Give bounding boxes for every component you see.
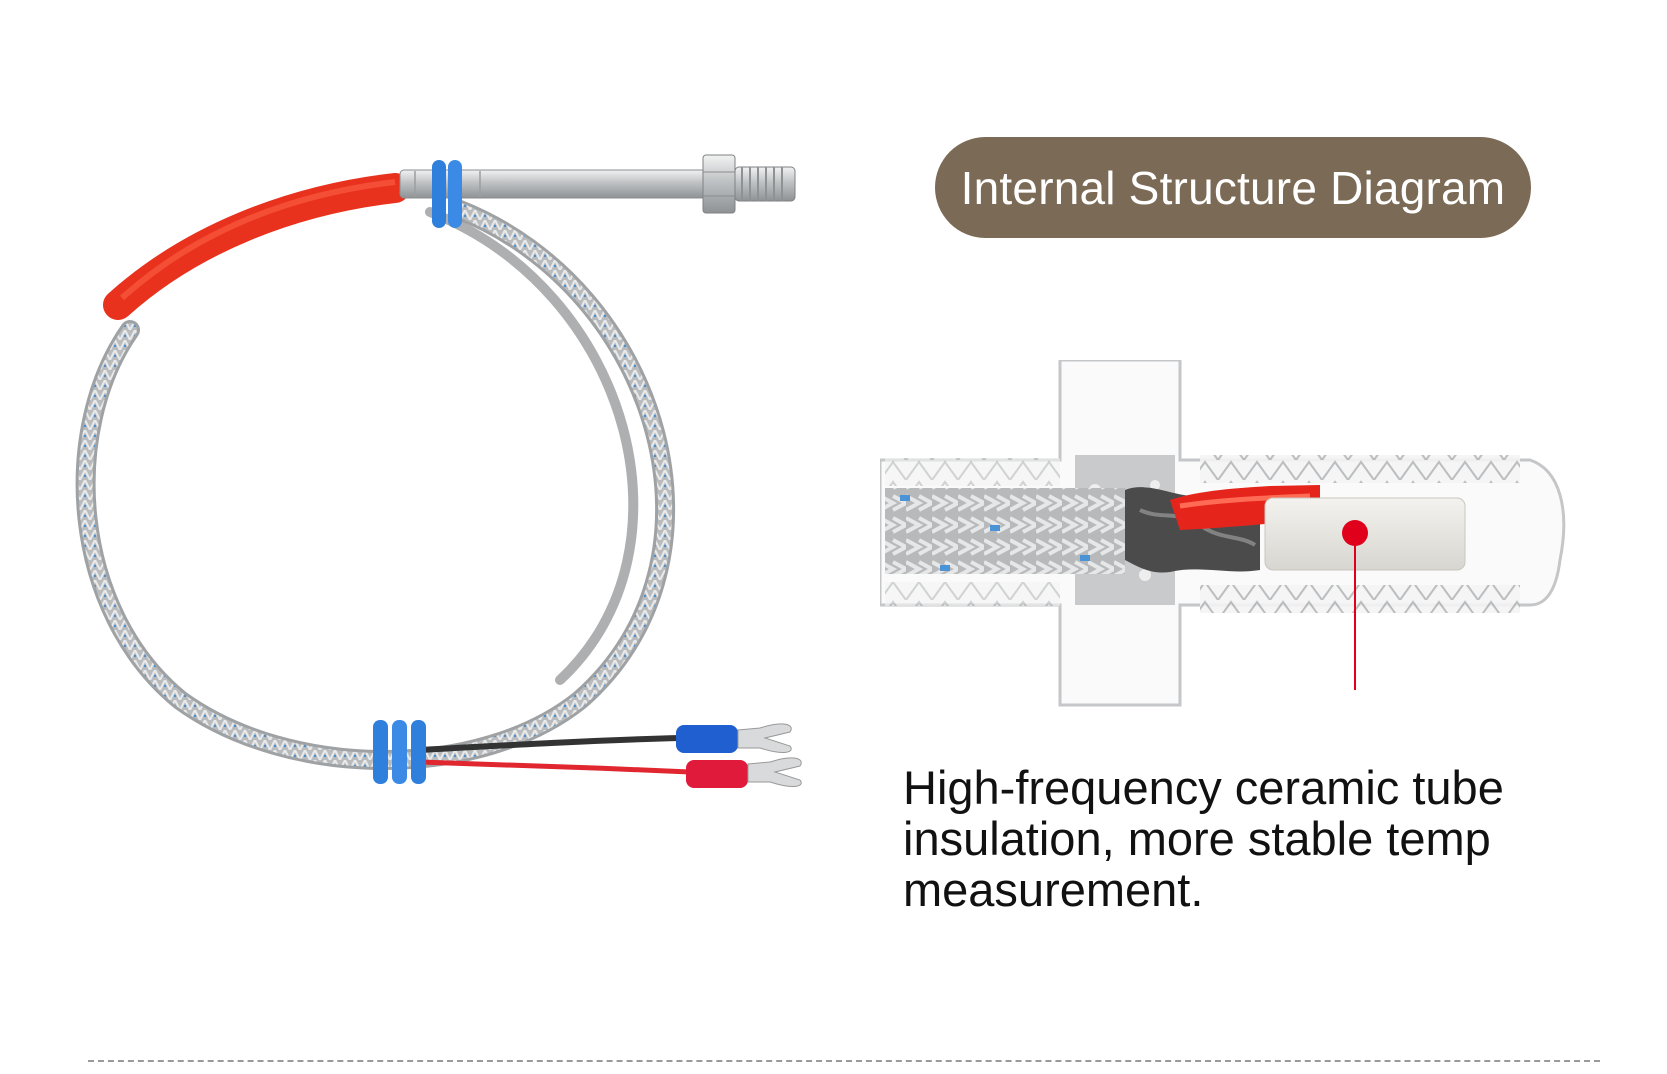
feature-caption: High-frequency ceramic tube insulation, … bbox=[903, 762, 1623, 915]
section-title-badge: Internal Structure Diagram bbox=[935, 137, 1531, 238]
caption-line-1: High-frequency ceramic tube bbox=[903, 761, 1504, 814]
hex-nut bbox=[702, 154, 736, 214]
blue-clip-top bbox=[432, 160, 462, 228]
dashed-divider bbox=[88, 1060, 1600, 1062]
red-fork-terminal bbox=[686, 757, 802, 788]
caption-line-3: measurement. bbox=[903, 863, 1204, 916]
thermocouple-product-image bbox=[75, 154, 802, 788]
black-lead-wire bbox=[419, 735, 681, 753]
red-lead-wire bbox=[419, 759, 691, 775]
red-dot-marker bbox=[1342, 520, 1368, 546]
caption-line-2: insulation, more stable temp bbox=[903, 812, 1491, 865]
red-sleeve bbox=[103, 173, 410, 320]
inner-braid bbox=[885, 488, 1125, 574]
section-title: Internal Structure Diagram bbox=[960, 161, 1506, 214]
blue-fork-terminal bbox=[676, 723, 792, 753]
blue-clip-bottom bbox=[373, 720, 426, 784]
probe-cross-section-diagram bbox=[880, 360, 1566, 707]
